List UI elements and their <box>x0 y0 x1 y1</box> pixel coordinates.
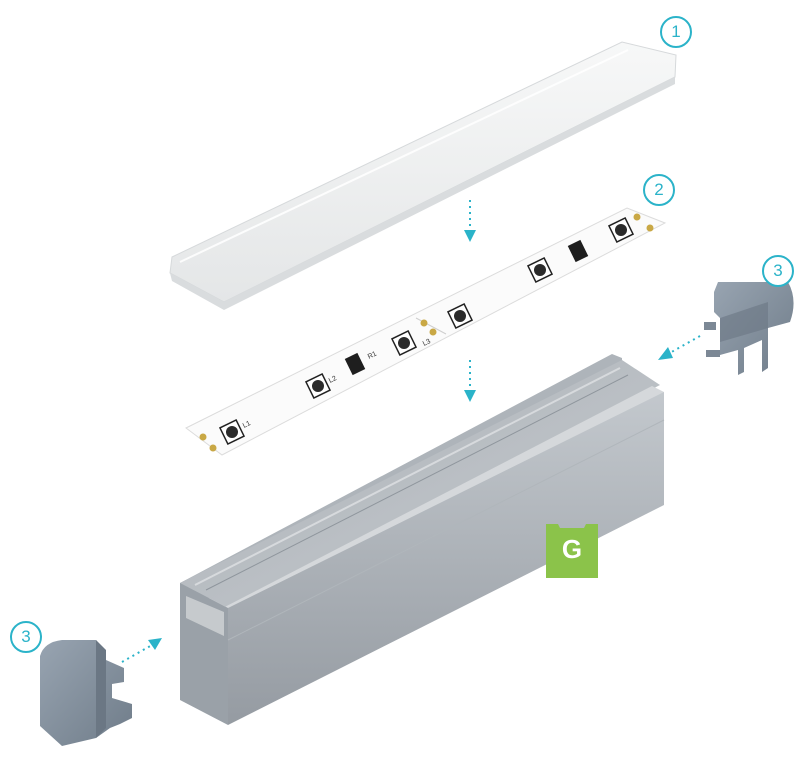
assembly-arrows <box>121 200 701 663</box>
end-cap-left <box>40 640 132 746</box>
solder-pads <box>199 213 654 452</box>
end-cap-right <box>704 282 794 375</box>
arrow-left-icon <box>658 335 701 360</box>
led-chips <box>218 216 635 446</box>
aluminium-profile <box>180 354 665 725</box>
g-badge-shape <box>546 524 598 578</box>
led-strip: L1 L2 R1 L3 <box>185 207 667 456</box>
callout-end-cap-right: 3 <box>762 255 794 287</box>
resistors <box>344 239 589 376</box>
diffuser-cover <box>169 41 677 310</box>
arrow-down-icon <box>464 360 476 402</box>
arrow-right-icon <box>121 638 162 663</box>
strip-label-l3: L3 <box>422 338 432 348</box>
strip-label-l2: L2 <box>328 375 338 385</box>
strip-label-l1: L1 <box>242 420 252 430</box>
strip-label-r1: R1 <box>367 351 378 361</box>
arrow-down-icon <box>464 200 476 242</box>
callout-led-strip: 2 <box>643 174 675 206</box>
energy-class-badge: G <box>546 524 598 578</box>
callout-end-cap-left: 3 <box>10 621 42 653</box>
badge-letter: G <box>561 534 583 564</box>
callout-diffuser: 1 <box>660 16 692 48</box>
